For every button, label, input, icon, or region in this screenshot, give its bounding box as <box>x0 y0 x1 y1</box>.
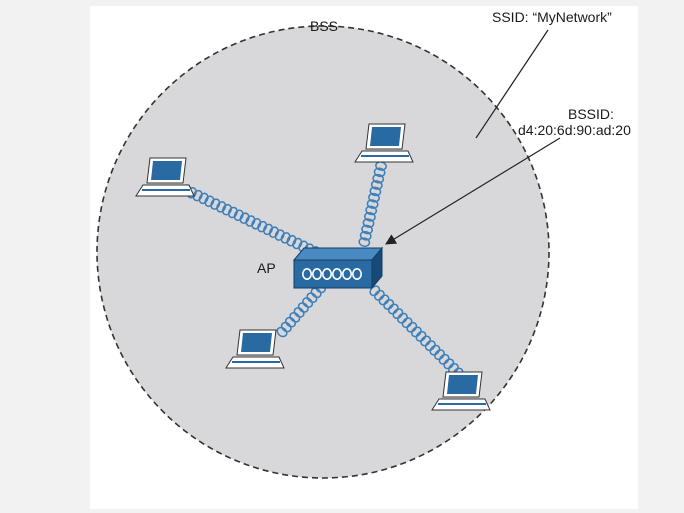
link-coil <box>204 195 215 208</box>
link-coil <box>383 299 395 310</box>
link-coil <box>401 317 413 329</box>
link-coil <box>434 349 445 361</box>
link-coil <box>286 234 297 247</box>
link-coil <box>245 215 256 227</box>
link-coil <box>285 316 296 328</box>
link-coil <box>358 237 371 248</box>
link-coil <box>411 326 422 338</box>
link-coil <box>370 180 383 190</box>
link-coil <box>363 211 376 222</box>
link-coil <box>420 335 431 347</box>
link-coil <box>216 201 227 213</box>
link-coil <box>392 308 404 319</box>
link-coil <box>424 340 436 351</box>
link-coil <box>198 192 209 205</box>
link-coil <box>221 203 233 216</box>
link-coil <box>374 289 385 301</box>
link-coil <box>280 232 291 244</box>
link-top-left <box>180 184 320 258</box>
link-coil <box>297 302 309 313</box>
link-coil <box>251 218 262 230</box>
link-coil <box>397 312 408 324</box>
link-coil <box>306 292 318 304</box>
link-coil <box>359 230 372 241</box>
link-coil <box>429 344 441 356</box>
link-coil <box>443 358 455 370</box>
link-coil <box>415 331 427 342</box>
link-coil <box>366 199 379 209</box>
laptop-icon <box>431 371 491 411</box>
link-coil <box>310 287 322 299</box>
link-coil <box>262 223 274 236</box>
link-coil <box>372 173 385 184</box>
laptop-icon <box>354 123 414 163</box>
link-coil <box>257 220 268 233</box>
link-coil <box>276 326 288 338</box>
link-coil <box>292 237 303 250</box>
link-bottom-left <box>276 282 326 338</box>
access-point-icon <box>292 246 384 290</box>
laptop-icon <box>225 329 285 369</box>
ssid-pointer-line <box>475 29 549 139</box>
link-coil <box>302 297 314 308</box>
wireless-links <box>180 161 464 379</box>
link-coil <box>192 189 203 202</box>
link-coil <box>369 186 382 197</box>
bssid-title: BSSID: <box>568 106 614 122</box>
link-coil <box>274 229 285 241</box>
bss-label: BSS <box>310 18 338 34</box>
link-coil <box>210 198 221 210</box>
link-coil <box>368 192 380 203</box>
link-coil <box>387 303 399 315</box>
link-coil <box>361 224 374 235</box>
link-coil <box>293 307 305 318</box>
ap-label: AP <box>257 260 276 276</box>
link-coil <box>378 294 390 306</box>
link-coil <box>406 321 418 333</box>
bssid-value: d4:20:6d:90:ad:20 <box>518 122 631 138</box>
link-coil <box>227 206 238 219</box>
link-coil <box>362 218 375 228</box>
link-bottom-right <box>369 285 464 379</box>
link-coil <box>438 353 450 365</box>
bssid-pointer-arrow <box>385 137 561 245</box>
laptop-icon <box>135 157 195 197</box>
link-coil <box>373 167 386 178</box>
link-coil <box>280 321 292 333</box>
link-top-right <box>358 161 387 248</box>
link-coil <box>289 311 301 323</box>
link-coil <box>268 226 279 238</box>
link-coil <box>233 209 244 222</box>
link-coil <box>239 212 250 224</box>
link-coil <box>365 205 378 216</box>
ssid-label: SSID: “MyNetwork” <box>492 9 612 25</box>
